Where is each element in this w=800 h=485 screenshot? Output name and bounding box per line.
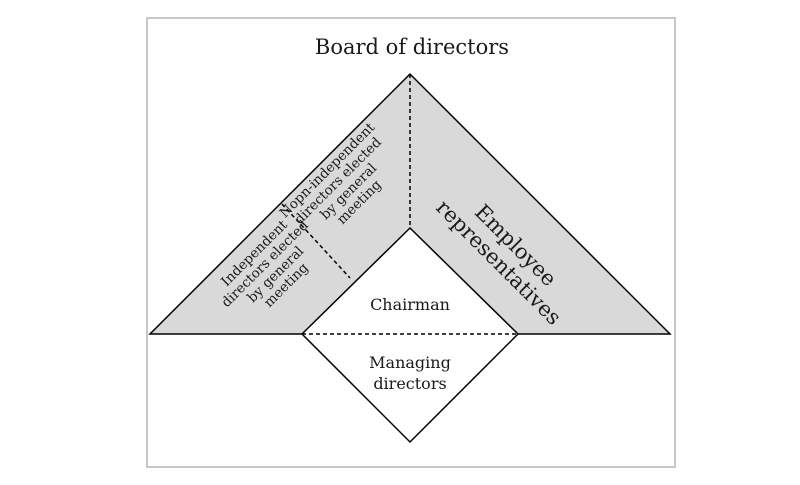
managing-directors-label-line2: directors (373, 374, 446, 393)
diagram-title: Board of directors (315, 35, 509, 59)
non-independent-directors-label: Nopn-independent directors elected by ge… (277, 119, 385, 227)
divider-diagonal (281, 203, 351, 279)
executive-diamond (300, 226, 520, 444)
managing-directors-label-line1: Managing (369, 353, 451, 372)
diagram-frame (146, 17, 676, 468)
chairman-label: Chairman (370, 295, 450, 314)
